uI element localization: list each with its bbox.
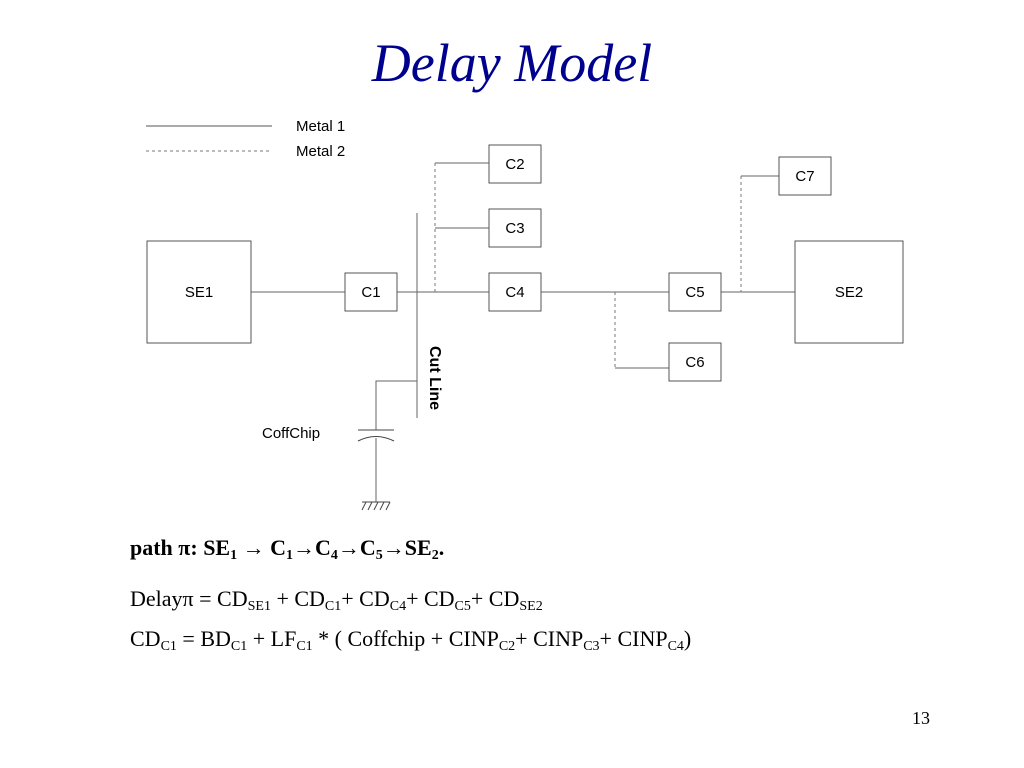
block-c5 <box>668 272 722 312</box>
block-c3-label: C3 <box>505 220 524 237</box>
block-c5-label: C5 <box>685 284 704 301</box>
path-formula: path π: SE1 → C1→C4→C5→SE2. <box>130 535 445 563</box>
block-c2 <box>488 144 542 184</box>
block-c7-label: C7 <box>795 168 814 185</box>
delay-equation: Delayπ = CDSE1 + CDC1+ CDC4+ CDC5+ CDSE2 <box>130 586 543 614</box>
capacitor-symbol <box>357 429 395 442</box>
block-c6 <box>668 342 722 382</box>
delay-model-diagram: Metal 1 Metal 2 Cut Line CoffChip <box>146 118 904 511</box>
block-c3 <box>488 208 542 248</box>
block-c1-label: C1 <box>361 284 380 301</box>
block-c4 <box>488 272 542 312</box>
metal1-wires <box>251 162 795 502</box>
legend-metal2-label: Metal 2 <box>296 143 345 160</box>
ground-icon <box>361 501 391 511</box>
cd-equation: CDC1 = BDC1 + LFC1 * ( Coffchip + CINPC2… <box>130 626 692 654</box>
slide-title: Delay Model <box>371 33 653 93</box>
block-se2 <box>794 240 904 344</box>
block-c4-label: C4 <box>505 284 524 301</box>
legend-metal1-label: Metal 1 <box>296 118 345 135</box>
block-se2-label: SE2 <box>835 284 863 301</box>
metal2-wires <box>434 163 742 368</box>
block-c1 <box>344 272 398 312</box>
block-c7 <box>778 156 832 196</box>
cut-line-label: Cut Line <box>426 346 443 410</box>
page-number: 13 <box>912 708 930 728</box>
block-se1 <box>146 240 252 344</box>
coffchip-label: CoffChip <box>262 425 320 442</box>
block-c6-label: C6 <box>685 354 704 371</box>
block-se1-label: SE1 <box>185 284 213 301</box>
block-c2-label: C2 <box>505 156 524 173</box>
